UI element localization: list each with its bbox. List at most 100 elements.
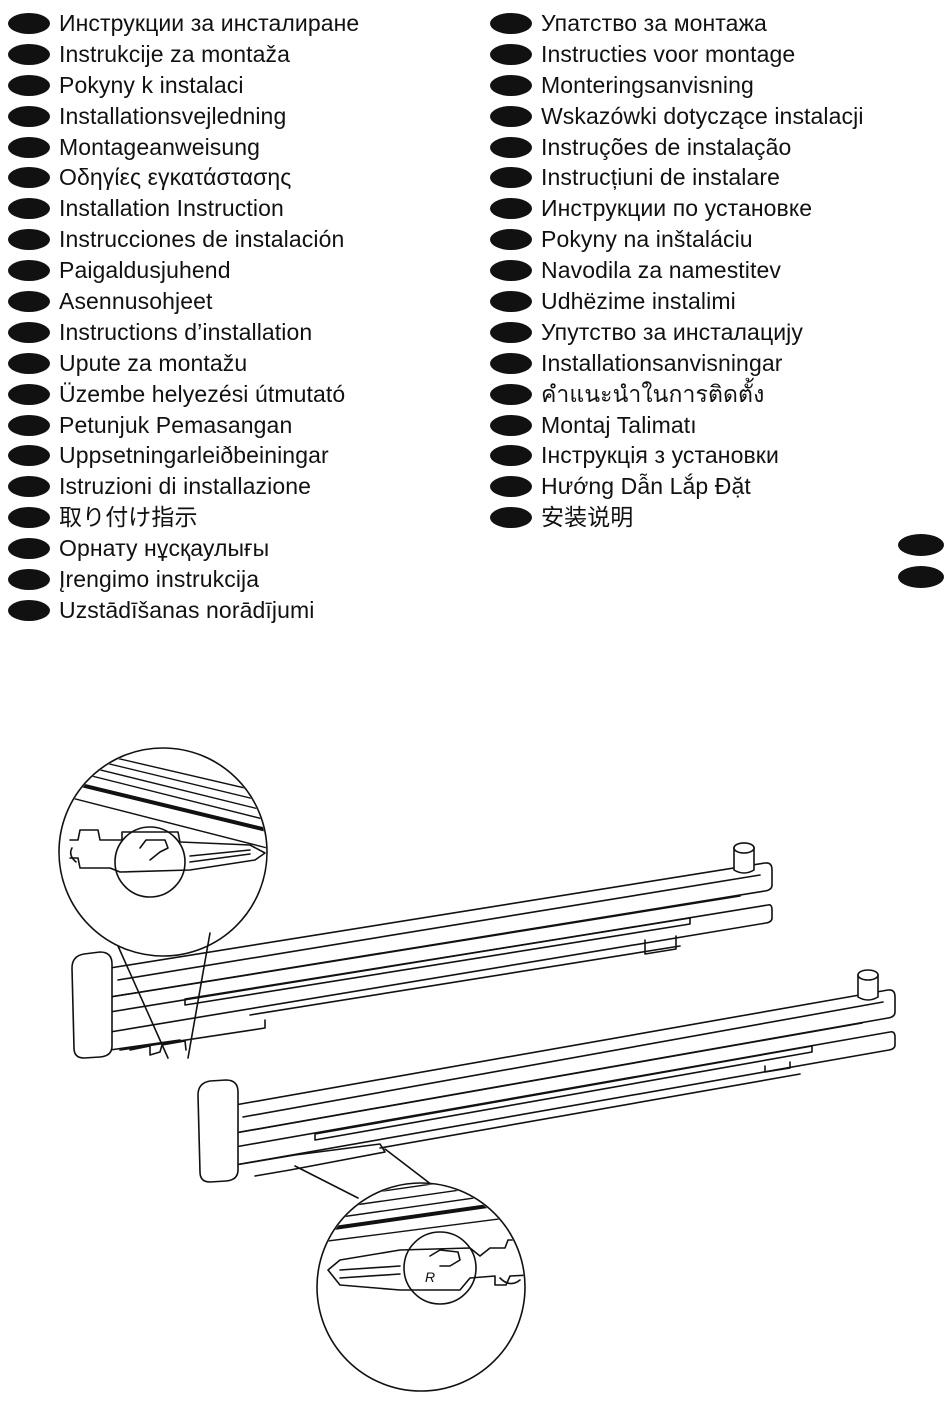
language-marker-icon bbox=[490, 136, 532, 158]
language-label: Wskazówki dotyczące instalacji bbox=[541, 102, 864, 129]
side-tab-marker-icon bbox=[898, 566, 944, 588]
side-tab-marker-icon bbox=[898, 534, 944, 556]
language-label: Instructies voor montage bbox=[541, 40, 796, 67]
language-marker-icon bbox=[8, 167, 50, 189]
bottom-telescopic-runner bbox=[197, 969, 896, 1183]
language-item: Упутство за инсталацију bbox=[490, 317, 950, 348]
language-item: Istruzioni di installazione bbox=[8, 471, 478, 502]
language-marker-icon bbox=[490, 260, 532, 282]
language-item: Інструкція з установки bbox=[490, 440, 950, 471]
language-item: Uzstādīšanas norādījumi bbox=[8, 595, 478, 626]
language-label: Asennusohjeet bbox=[59, 287, 213, 314]
language-item: Орнату нұсқаулығы bbox=[8, 533, 478, 564]
language-marker-icon bbox=[8, 476, 50, 498]
bottom-detail-magnifier: R bbox=[294, 1148, 526, 1392]
language-label: Petunjuk Pemasangan bbox=[59, 411, 293, 438]
language-item: 安装说明 bbox=[490, 502, 950, 533]
language-item: Upute za montažu bbox=[8, 348, 478, 379]
language-item: Navodila za namestitev bbox=[490, 255, 950, 286]
language-label: 安装说明 bbox=[541, 504, 634, 531]
language-marker-icon bbox=[8, 599, 50, 621]
language-marker-icon bbox=[8, 198, 50, 220]
language-item: Uppsetningarleiðbeiningar bbox=[8, 440, 478, 471]
language-label: Pokyny k instalaci bbox=[59, 71, 244, 98]
language-label: Installation Instruction bbox=[59, 195, 284, 222]
language-marker-icon bbox=[490, 198, 532, 220]
language-label: Installationsvejledning bbox=[59, 102, 287, 129]
language-marker-icon bbox=[8, 352, 50, 374]
language-marker-icon bbox=[8, 12, 50, 34]
language-marker-icon bbox=[490, 229, 532, 251]
language-item: Instruções de instalação bbox=[490, 132, 950, 163]
side-mark-label: R bbox=[425, 1269, 435, 1285]
language-label: Instruções de instalação bbox=[541, 133, 792, 160]
language-marker-icon bbox=[8, 445, 50, 467]
language-label: Упутство за инсталацију bbox=[541, 318, 803, 345]
language-marker-icon bbox=[490, 476, 532, 498]
language-item: Installationsvejledning bbox=[8, 101, 478, 132]
language-label: Інструкція з установки bbox=[541, 442, 779, 469]
language-marker-icon bbox=[490, 12, 532, 34]
language-item: Οδηγίες εγκατάστασης bbox=[8, 162, 478, 193]
language-label: คำแนะนำในการติดตั้ง bbox=[541, 380, 765, 407]
language-label: Инструкции по установке bbox=[541, 195, 813, 222]
language-label: Įrengimo instrukcija bbox=[59, 565, 260, 592]
language-list-left: Инструкции за инсталиране Instrukcije za… bbox=[8, 8, 478, 626]
language-label: 取り付け指示 bbox=[59, 504, 198, 531]
language-label: Installationsanvisningar bbox=[541, 349, 783, 376]
top-telescopic-runner bbox=[71, 842, 773, 1059]
language-label: Montageanweisung bbox=[59, 133, 261, 160]
language-item: 取り付け指示 bbox=[8, 502, 478, 533]
language-label: Udhëzime instalimi bbox=[541, 287, 736, 314]
language-label: Hướng Dẫn Lắp Đặt bbox=[541, 473, 751, 500]
language-marker-icon bbox=[490, 352, 532, 374]
language-item: Monteringsanvisning bbox=[490, 70, 950, 101]
language-marker-icon bbox=[8, 74, 50, 96]
language-marker-icon bbox=[8, 136, 50, 158]
language-label: Instructions d’installation bbox=[59, 318, 313, 345]
language-label: Üzembe helyezési útmutató bbox=[59, 380, 346, 407]
language-list-right: Упатство за монтажа Instructies voor mon… bbox=[490, 8, 950, 533]
language-marker-icon bbox=[490, 445, 532, 467]
language-item: Instrukcije za montaža bbox=[8, 39, 478, 70]
language-marker-icon bbox=[490, 74, 532, 96]
language-label: Instrucțiuni de instalare bbox=[541, 164, 781, 191]
language-label: Οδηγίες εγκατάστασης bbox=[59, 164, 292, 191]
language-marker-icon bbox=[8, 105, 50, 127]
language-marker-icon bbox=[490, 43, 532, 65]
language-marker-icon bbox=[490, 507, 532, 529]
language-label: Instrukcije za montaža bbox=[59, 40, 291, 67]
language-marker-icon bbox=[8, 507, 50, 529]
language-item: Petunjuk Pemasangan bbox=[8, 410, 478, 441]
language-label: Navodila za namestitev bbox=[541, 257, 781, 284]
language-item: Instructions d’installation bbox=[8, 317, 478, 348]
language-marker-icon bbox=[8, 321, 50, 343]
runner-installation-illustration: R bbox=[58, 747, 896, 1392]
language-item: Инструкции за инсталиране bbox=[8, 8, 478, 39]
language-item: Hướng Dẫn Lắp Đặt bbox=[490, 471, 950, 502]
language-label: Упатство за монтажа bbox=[541, 9, 767, 36]
language-marker-icon bbox=[8, 260, 50, 282]
language-item: Instructies voor montage bbox=[490, 39, 950, 70]
language-item: Üzembe helyezési útmutató bbox=[8, 379, 478, 410]
language-label: Uppsetningarleiðbeiningar bbox=[59, 442, 329, 469]
language-marker-icon bbox=[490, 290, 532, 312]
language-label: Uzstādīšanas norādījumi bbox=[59, 596, 315, 623]
language-label: Istruzioni di installazione bbox=[59, 473, 311, 500]
language-marker-icon bbox=[8, 383, 50, 405]
language-marker-icon bbox=[490, 105, 532, 127]
language-item: Montageanweisung bbox=[8, 132, 478, 163]
language-marker-icon bbox=[490, 414, 532, 436]
language-item: คำแนะนำในการติดตั้ง bbox=[490, 379, 950, 410]
language-item: Paigaldusjuhend bbox=[8, 255, 478, 286]
language-marker-icon bbox=[8, 43, 50, 65]
language-label: Montaj Talimatı bbox=[541, 411, 697, 438]
language-label: Upute za montažu bbox=[59, 349, 248, 376]
language-label: Paigaldusjuhend bbox=[59, 257, 231, 284]
language-marker-icon bbox=[490, 167, 532, 189]
language-marker-icon bbox=[8, 538, 50, 560]
language-item: Wskazówki dotyczące instalacji bbox=[490, 101, 950, 132]
language-marker-icon bbox=[8, 290, 50, 312]
language-marker-icon bbox=[8, 229, 50, 251]
language-item: Installation Instruction bbox=[8, 193, 478, 224]
